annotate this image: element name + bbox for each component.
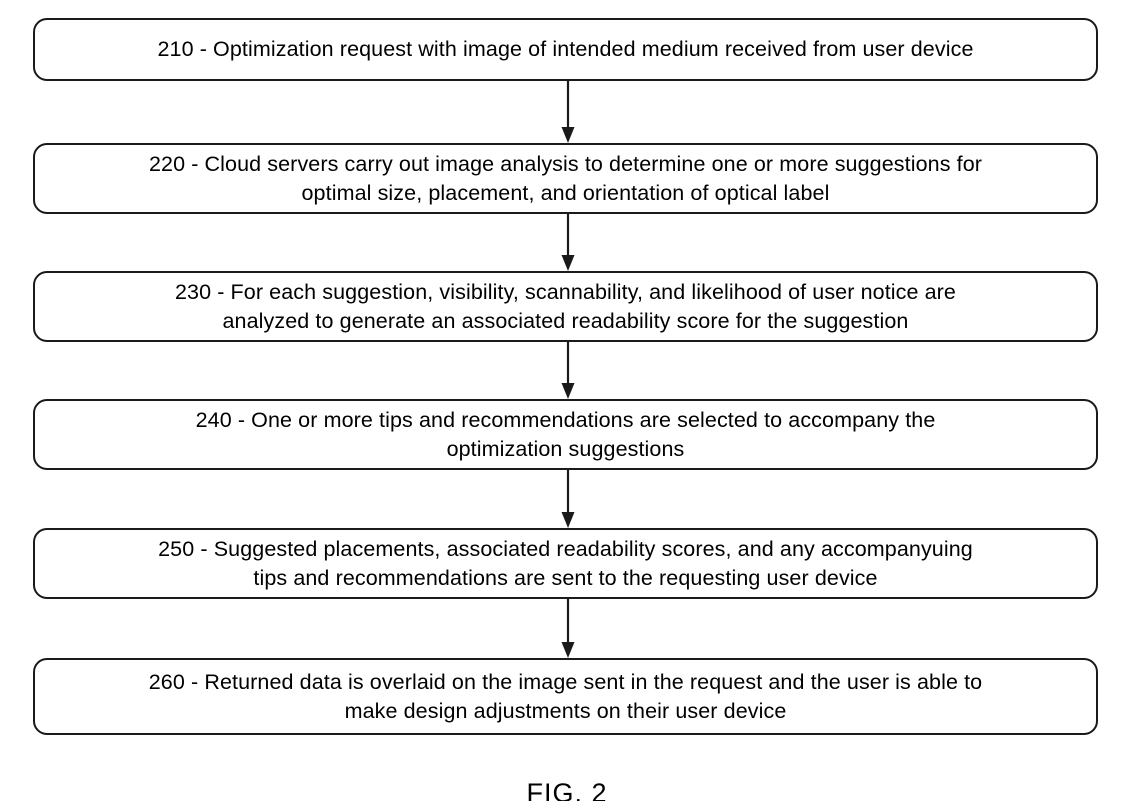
figure-caption: FIG. 2 <box>526 778 608 801</box>
flow-node-220[interactable]: 220 - Cloud servers carry out image anal… <box>33 143 1098 214</box>
flow-node-240[interactable]: 240 - One or more tips and recommendatio… <box>33 399 1098 470</box>
flow-connector-220-230 <box>558 214 578 271</box>
flow-node-label: 240 - One or more tips and recommendatio… <box>195 407 936 461</box>
flow-node-label: 250 - Suggested placements, associated r… <box>158 536 973 590</box>
flow-connector-240-250 <box>558 470 578 528</box>
flow-node-label: 220 - Cloud servers carry out image anal… <box>148 151 983 205</box>
flow-connector-230-240 <box>558 342 578 399</box>
flow-node-230[interactable]: 230 - For each suggestion, visibility, s… <box>33 271 1098 342</box>
flow-node-250[interactable]: 250 - Suggested placements, associated r… <box>33 528 1098 599</box>
flow-node-label: 230 - For each suggestion, visibility, s… <box>174 279 956 333</box>
flow-node-label: 260 - Returned data is overlaid on the i… <box>148 669 983 723</box>
flow-connector-210-220 <box>558 81 578 143</box>
flow-connector-250-260 <box>558 599 578 658</box>
flow-node-210[interactable]: 210 - Optimization request with image of… <box>33 18 1098 81</box>
flow-node-label: 210 - Optimization request with image of… <box>157 37 974 61</box>
flow-node-260[interactable]: 260 - Returned data is overlaid on the i… <box>33 658 1098 735</box>
